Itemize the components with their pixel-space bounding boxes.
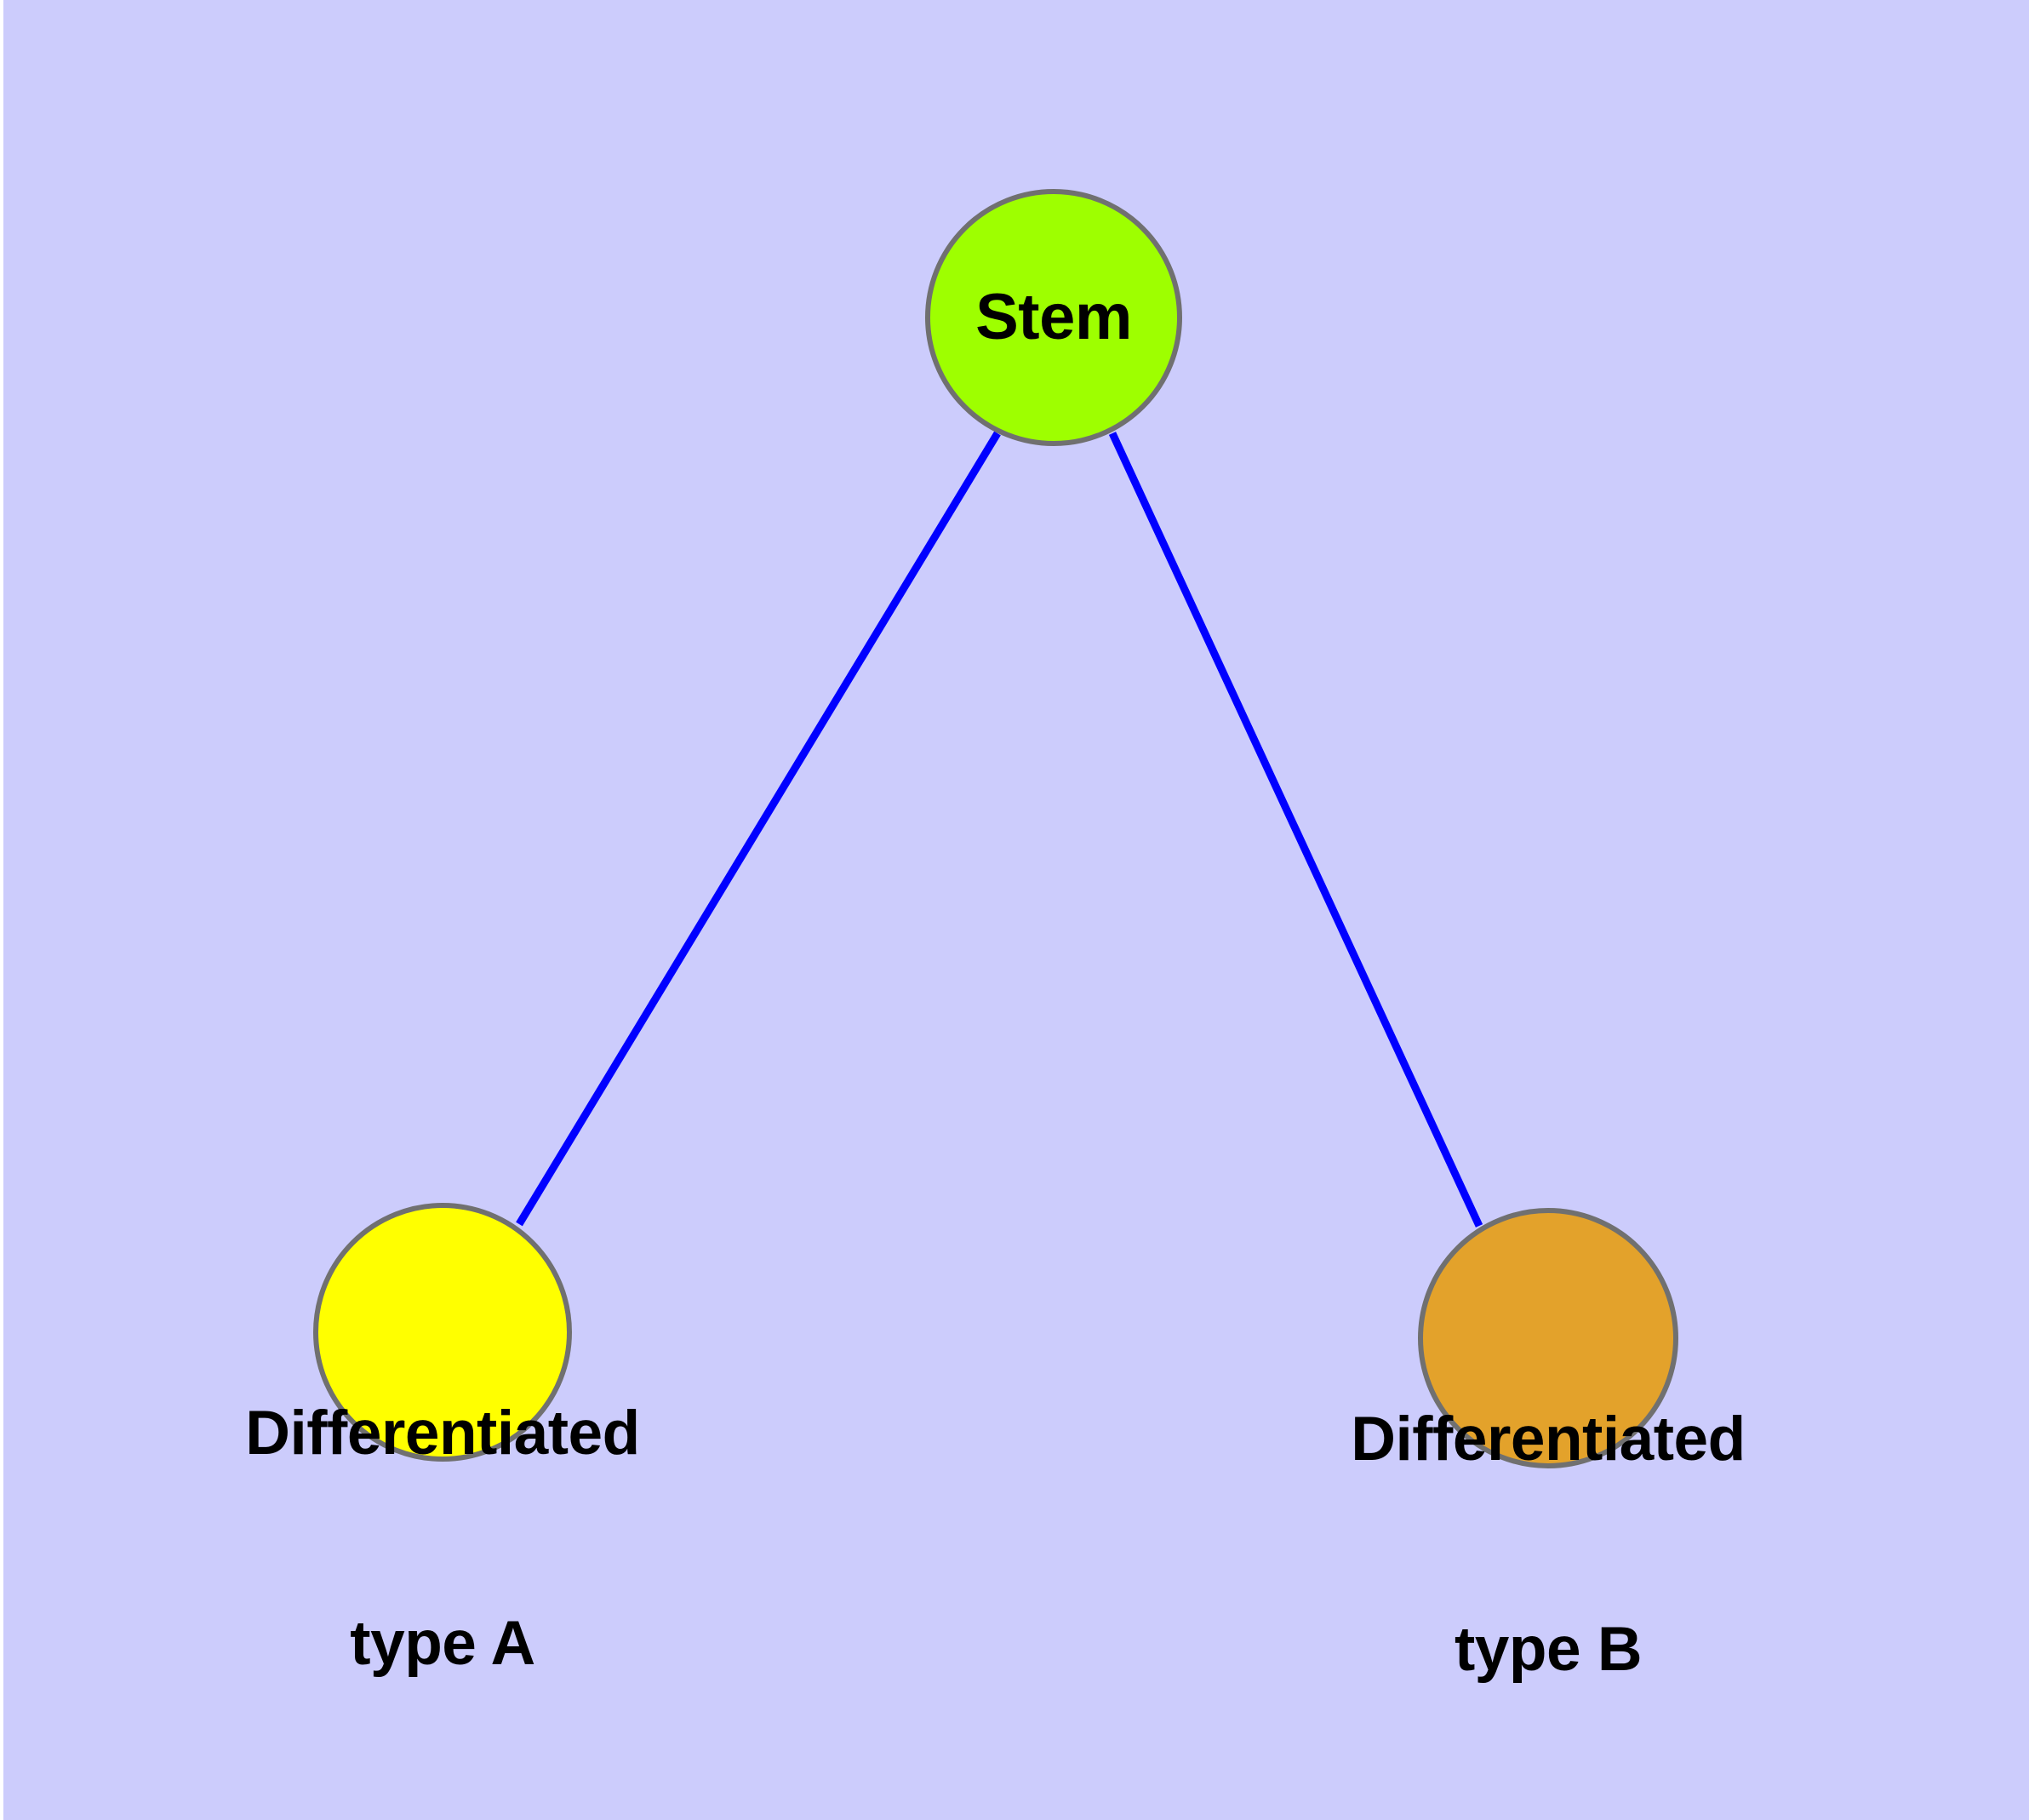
- node-diff-b-circle[interactable]: [1418, 1208, 1678, 1468]
- node-layer: [313, 189, 1678, 1468]
- edge-layer: [516, 431, 1483, 1228]
- edge-stem-to-diff-a: [516, 431, 1001, 1227]
- node-stem-circle[interactable]: [925, 189, 1182, 446]
- edge-stem-to-diff-b: [1108, 432, 1483, 1228]
- node-diff-a-circle[interactable]: [313, 1203, 572, 1462]
